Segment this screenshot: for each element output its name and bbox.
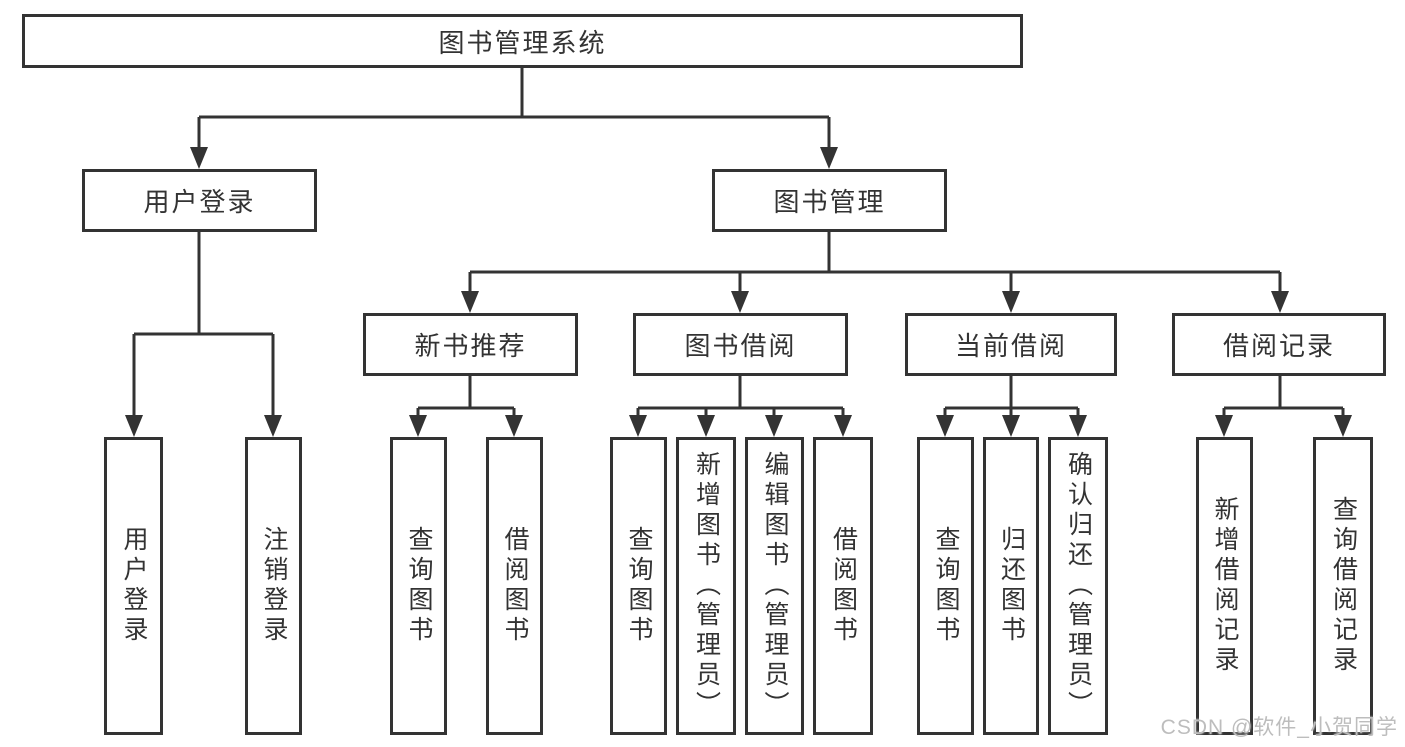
node-label: 当前借阅 bbox=[954, 331, 1067, 361]
node-label: 用户登录 bbox=[120, 526, 148, 646]
leaf-return-books: 归还图书 bbox=[983, 437, 1039, 735]
node-label: 注销登录 bbox=[260, 526, 288, 646]
node-label: 用户登录 bbox=[143, 187, 256, 217]
leaf-add-borrow-record: 新增借阅记录 bbox=[1196, 437, 1253, 735]
node-label: 查询图书 bbox=[932, 526, 960, 646]
node-label: 编辑图书（管理员） bbox=[761, 451, 789, 721]
leaf-borrow-books-2: 借阅图书 bbox=[813, 437, 873, 735]
node-new-book-recommendation: 新书推荐 bbox=[363, 313, 578, 376]
node-label: 图书管理 bbox=[773, 187, 886, 217]
leaf-query-books-1: 查询图书 bbox=[390, 437, 447, 735]
watermark: CSDN @软件_小贺同学 bbox=[1160, 716, 1398, 739]
node-label: 查询借阅记录 bbox=[1329, 496, 1358, 676]
node-current-borrowing: 当前借阅 bbox=[905, 313, 1117, 376]
node-library-management-system: 图书管理系统 bbox=[22, 14, 1023, 68]
node-label: 新书推荐 bbox=[414, 331, 527, 361]
arrowheads bbox=[125, 147, 1352, 437]
leaf-query-books-3: 查询图书 bbox=[917, 437, 974, 735]
connector-segments bbox=[132, 68, 1345, 419]
node-book-management: 图书管理 bbox=[712, 169, 947, 232]
leaf-edit-book-admin: 编辑图书（管理员） bbox=[745, 437, 804, 735]
leaf-query-books-2: 查询图书 bbox=[610, 437, 667, 735]
leaf-confirm-return-admin: 确认归还（管理员） bbox=[1048, 437, 1108, 735]
node-label: 查询图书 bbox=[405, 526, 433, 646]
leaf-add-book-admin: 新增图书（管理员） bbox=[676, 437, 736, 735]
node-label: 借阅记录 bbox=[1222, 331, 1335, 361]
leaf-borrow-books-1: 借阅图书 bbox=[486, 437, 543, 735]
node-user-login: 用户登录 bbox=[82, 169, 317, 232]
node-label: 确认归还（管理员） bbox=[1064, 451, 1093, 721]
node-label: 查询图书 bbox=[625, 526, 653, 646]
node-book-borrowing: 图书借阅 bbox=[633, 313, 848, 376]
leaf-logout: 注销登录 bbox=[245, 437, 302, 735]
node-label: 借阅图书 bbox=[501, 526, 529, 646]
node-label: 借阅图书 bbox=[829, 526, 858, 646]
node-label: 新增图书（管理员） bbox=[692, 451, 721, 721]
node-borrowing-records: 借阅记录 bbox=[1172, 313, 1386, 376]
node-label: 归还图书 bbox=[997, 526, 1026, 646]
node-label: 图书管理系统 bbox=[438, 27, 607, 58]
node-label: 图书借阅 bbox=[684, 331, 797, 361]
leaf-query-borrow-record: 查询借阅记录 bbox=[1313, 437, 1373, 735]
leaf-user-login: 用户登录 bbox=[104, 437, 163, 735]
node-label: 新增借阅记录 bbox=[1211, 496, 1239, 676]
